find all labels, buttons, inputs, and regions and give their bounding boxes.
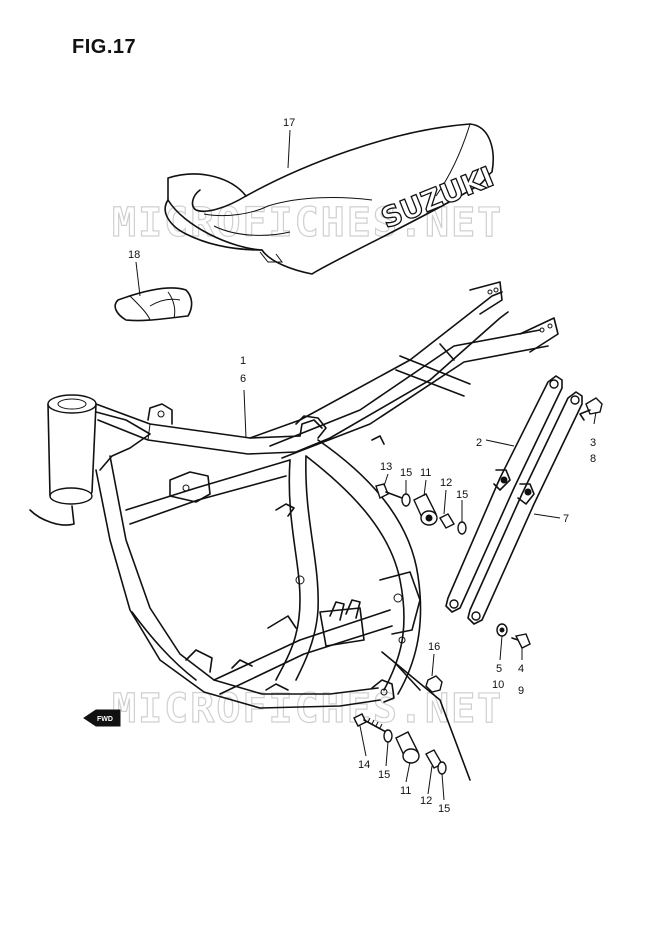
- callout-7: 7: [563, 513, 569, 525]
- callout-15-lower-right: 15: [438, 803, 450, 815]
- fwd-label: FWD: [97, 716, 113, 723]
- callout-8: 8: [590, 453, 596, 465]
- washer-15-lower-part: [383, 729, 393, 743]
- washer-15-upper-right-part: [457, 521, 467, 535]
- callout-17: 17: [283, 117, 295, 129]
- callout-15-upper: 15: [400, 467, 412, 479]
- callout-9: 9: [518, 685, 524, 697]
- callout-1: 1: [240, 355, 246, 367]
- leader-lines: [135, 129, 597, 801]
- subframe-rail-right-part: [467, 391, 583, 625]
- callout-15-lower: 15: [378, 769, 390, 781]
- callout-3: 3: [590, 437, 596, 449]
- figure-title: FIG.17: [72, 36, 137, 58]
- bolt-13-part: [375, 483, 403, 499]
- callout-11-upper: 11: [420, 467, 431, 479]
- washer-5-10-hole: [499, 627, 505, 633]
- callout-labels: 17 18 1 6 2 3 8 7 13 15 11 12 15 16 5 10…: [128, 117, 596, 815]
- watermark-bottom: MICROFICHES.NET: [112, 686, 503, 732]
- washer-15-lower-right-part: [437, 761, 447, 775]
- callout-15-upper-right: 15: [456, 489, 468, 501]
- callout-11-lower: 11: [400, 785, 411, 797]
- main-frame-part: [29, 281, 559, 781]
- seat-part: SUZUKI: [164, 123, 499, 275]
- callout-6: 6: [240, 373, 246, 385]
- subframe-rail-left-part: [445, 375, 563, 613]
- watermark-top: MICROFICHES.NET: [112, 200, 503, 246]
- bush-11-upper-part: [413, 493, 438, 526]
- collar-12-upper-part: [439, 513, 455, 529]
- callout-13: 13: [380, 461, 392, 473]
- callout-2: 2: [476, 437, 482, 449]
- washer-15-upper-part: [401, 493, 411, 507]
- callout-4: 4: [518, 663, 524, 675]
- nut-16-part: [425, 675, 443, 693]
- forward-direction-arrow: FWD: [83, 709, 121, 727]
- bolt-4-9-part: [511, 633, 531, 649]
- bush-11-lower-part: [395, 731, 420, 764]
- bolt-14-part: [353, 713, 387, 733]
- callout-12-upper: 12: [440, 477, 452, 489]
- callout-18: 18: [128, 249, 140, 261]
- callout-14: 14: [358, 759, 370, 771]
- bolt-3-8-part: [579, 397, 603, 421]
- callout-5: 5: [496, 663, 502, 675]
- callout-12-lower: 12: [420, 795, 432, 807]
- callout-10: 10: [492, 679, 504, 691]
- callout-16: 16: [428, 641, 440, 653]
- seat-pad-part: [114, 287, 193, 322]
